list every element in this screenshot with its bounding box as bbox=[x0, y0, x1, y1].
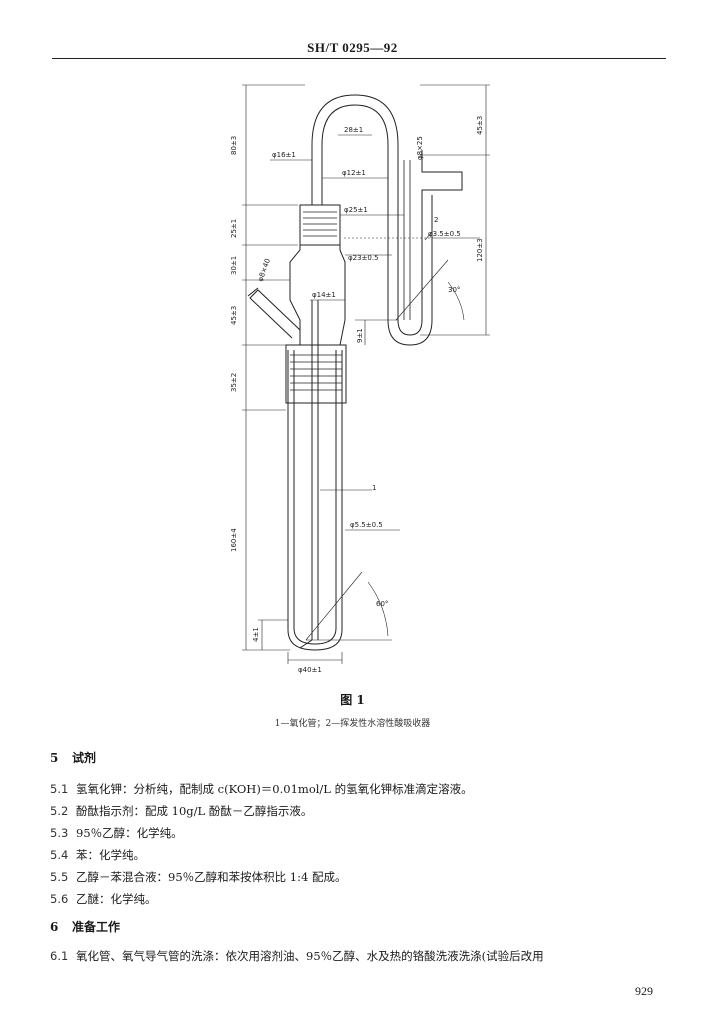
dim-d23: φ23±0.5 bbox=[348, 254, 379, 262]
list-item: 5.1 氢氧化钾：分析纯，配制成 c(KOH)＝0.01mol/L 的氢氧化钾标准… bbox=[50, 781, 473, 797]
item-text: 氧化管、氧气导气管的洗涤：依次用溶剂油、95％乙醇、水及热的铬酸洗液洗涤(试验后… bbox=[76, 949, 544, 963]
section-title: 试剂 bbox=[72, 751, 97, 765]
dim-d16: φ16±1 bbox=[272, 151, 296, 159]
item-text: 酚酞指示剂：配成 10g/L 酚酞－乙醇指示液。 bbox=[76, 804, 313, 818]
dim-h25: 25±1 bbox=[230, 219, 238, 238]
item-text: 乙醇－苯混合液：95％乙醇和苯按体积比 1:4 配成。 bbox=[76, 870, 347, 884]
figure-title: 图 1 bbox=[340, 693, 365, 707]
item-number: 6.1 bbox=[50, 949, 69, 963]
dim-ang-top: 30° bbox=[448, 286, 460, 294]
absorber-u-tube bbox=[311, 94, 463, 346]
item-text: 氢氧化钾：分析纯，配制成 c(KOH)＝0.01mol/L 的氢氧化钾标准滴定溶… bbox=[76, 782, 473, 796]
item-number: 5.1 bbox=[50, 782, 69, 796]
dim-d55: φ5.5±0.5 bbox=[350, 521, 383, 529]
header-rule bbox=[52, 58, 666, 59]
dim-h35: 35±2 bbox=[230, 373, 238, 392]
dim-h9: 9±1 bbox=[356, 328, 364, 343]
dim-ang-bot: 60° bbox=[376, 600, 388, 608]
apparatus-figure: 80±3 φ16±1 φ12±1 28±1 φ8×25 45±3 φ25±1 φ… bbox=[230, 84, 490, 674]
section-title: 准备工作 bbox=[72, 920, 121, 934]
list-item: 5.4 苯：化学纯。 bbox=[50, 847, 145, 863]
part-label-2: 2 bbox=[434, 216, 438, 224]
dim-d14: φ14±1 bbox=[312, 291, 336, 299]
oxidation-tube bbox=[247, 204, 347, 651]
section-number: 6 bbox=[50, 920, 59, 934]
item-text: 苯：化学纯。 bbox=[76, 848, 145, 862]
dim-r43: 45±3 bbox=[476, 116, 484, 135]
list-item: 6.1 氧化管、氧气导气管的洗涤：依次用溶剂油、95％乙醇、水及热的铬酸洗液洗涤(… bbox=[50, 948, 544, 964]
list-item: 5.6 乙醚：化学纯。 bbox=[50, 891, 157, 907]
item-number: 5.3 bbox=[50, 826, 69, 840]
page-header: SH/T 0295—92 bbox=[307, 40, 398, 55]
section-number: 5 bbox=[50, 751, 59, 765]
dimension-lines bbox=[242, 84, 490, 664]
item-number: 5.4 bbox=[50, 848, 69, 862]
list-item: 5.2 酚酞指示剂：配成 10g/L 酚酞－乙醇指示液。 bbox=[50, 803, 312, 819]
dim-d35: φ3.5±0.5 bbox=[428, 230, 461, 238]
dim-d40: φ40±1 bbox=[298, 666, 322, 674]
dim-d12: φ12±1 bbox=[342, 169, 366, 177]
item-number: 5.5 bbox=[50, 870, 69, 884]
figure-caption: 1—氧化管；2—挥发性水溶性酸吸收器 bbox=[274, 719, 431, 729]
item-text: 95％乙醇：化学纯。 bbox=[76, 826, 183, 840]
dim-h4: 4±1 bbox=[252, 627, 260, 642]
dim-w28: 28±1 bbox=[344, 126, 363, 134]
item-text: 乙醚：化学纯。 bbox=[76, 892, 157, 906]
section-heading-5: 5 试剂 bbox=[50, 749, 96, 766]
dim-d8x40: φ8×40 bbox=[256, 258, 272, 283]
dim-h30: 30±1 bbox=[230, 256, 238, 275]
dim-d25: φ25±1 bbox=[344, 206, 368, 214]
dim-h160: 160±4 bbox=[230, 528, 238, 552]
section-heading-6: 6 准备工作 bbox=[50, 918, 120, 935]
item-number: 5.6 bbox=[50, 892, 69, 906]
list-item: 5.5 乙醇－苯混合液：95％乙醇和苯按体积比 1:4 配成。 bbox=[50, 869, 346, 885]
dim-top-height: 80±3 bbox=[230, 136, 238, 155]
dim-d8x25: φ8×25 bbox=[416, 136, 424, 160]
dim-h45: 45±3 bbox=[230, 306, 238, 325]
list-item: 5.3 95％乙醇：化学纯。 bbox=[50, 825, 183, 841]
item-number: 5.2 bbox=[50, 804, 69, 818]
dim-h120: 120±3 bbox=[476, 238, 484, 262]
part-label-1: 1 bbox=[372, 484, 376, 492]
page-number: 929 bbox=[635, 984, 653, 998]
